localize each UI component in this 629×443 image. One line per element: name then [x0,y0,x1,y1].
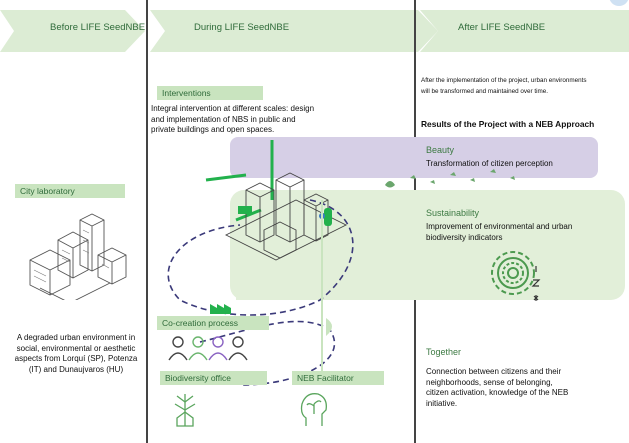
divider-left [146,0,148,443]
co-creation-label: Co-creation process [157,316,269,330]
people-icons [168,336,248,361]
biodiversity-office-label: Biodiversity office [160,371,267,385]
neb-facilitator-label: NEB Facilitator [292,371,384,385]
after-arrow [420,10,629,52]
interventions-label: Interventions [157,86,263,100]
sustainability-title: Sustainability [426,208,480,218]
phase-arrows [0,10,629,52]
corner-decoration-icon [609,0,629,6]
biodiversity-rings-icon [491,251,535,295]
tree-house-icon [174,394,196,427]
factory-icon [210,304,231,314]
after-intro-text: After the implementation of the project,… [421,77,587,95]
sustainability-extension [236,238,416,300]
indicator-marks-icon [531,266,541,301]
flying-leaves-icon [385,169,515,188]
interventions-text: Integral intervention at different scale… [151,104,315,134]
beauty-band [230,137,598,178]
beauty-title: Beauty [426,145,455,155]
city-sketch-icon [29,213,127,300]
together-text: Connection between citizens and their ne… [426,367,569,408]
city-lab-label: City laboratory [15,184,125,198]
results-title: Results of the Project with a NEB Approa… [421,119,595,129]
phase-during-label: During LIFE SeedNBE [194,22,290,33]
before-arrow [0,10,145,52]
phase-after-label: After LIFE SeedNBE [458,22,546,33]
head-plant-icon [300,393,327,426]
city-lab-text: A degraded urban environment in social, … [14,333,138,374]
together-title: Together [426,347,462,357]
phase-before-label: Before LIFE SeedNBE [50,22,146,33]
beauty-text: Transformation of citizen perception [426,159,553,168]
during-arrow [150,10,438,52]
sustainability-text: Improvement of environmental and urban b… [426,222,573,242]
intervention-city-illustration [205,140,348,261]
